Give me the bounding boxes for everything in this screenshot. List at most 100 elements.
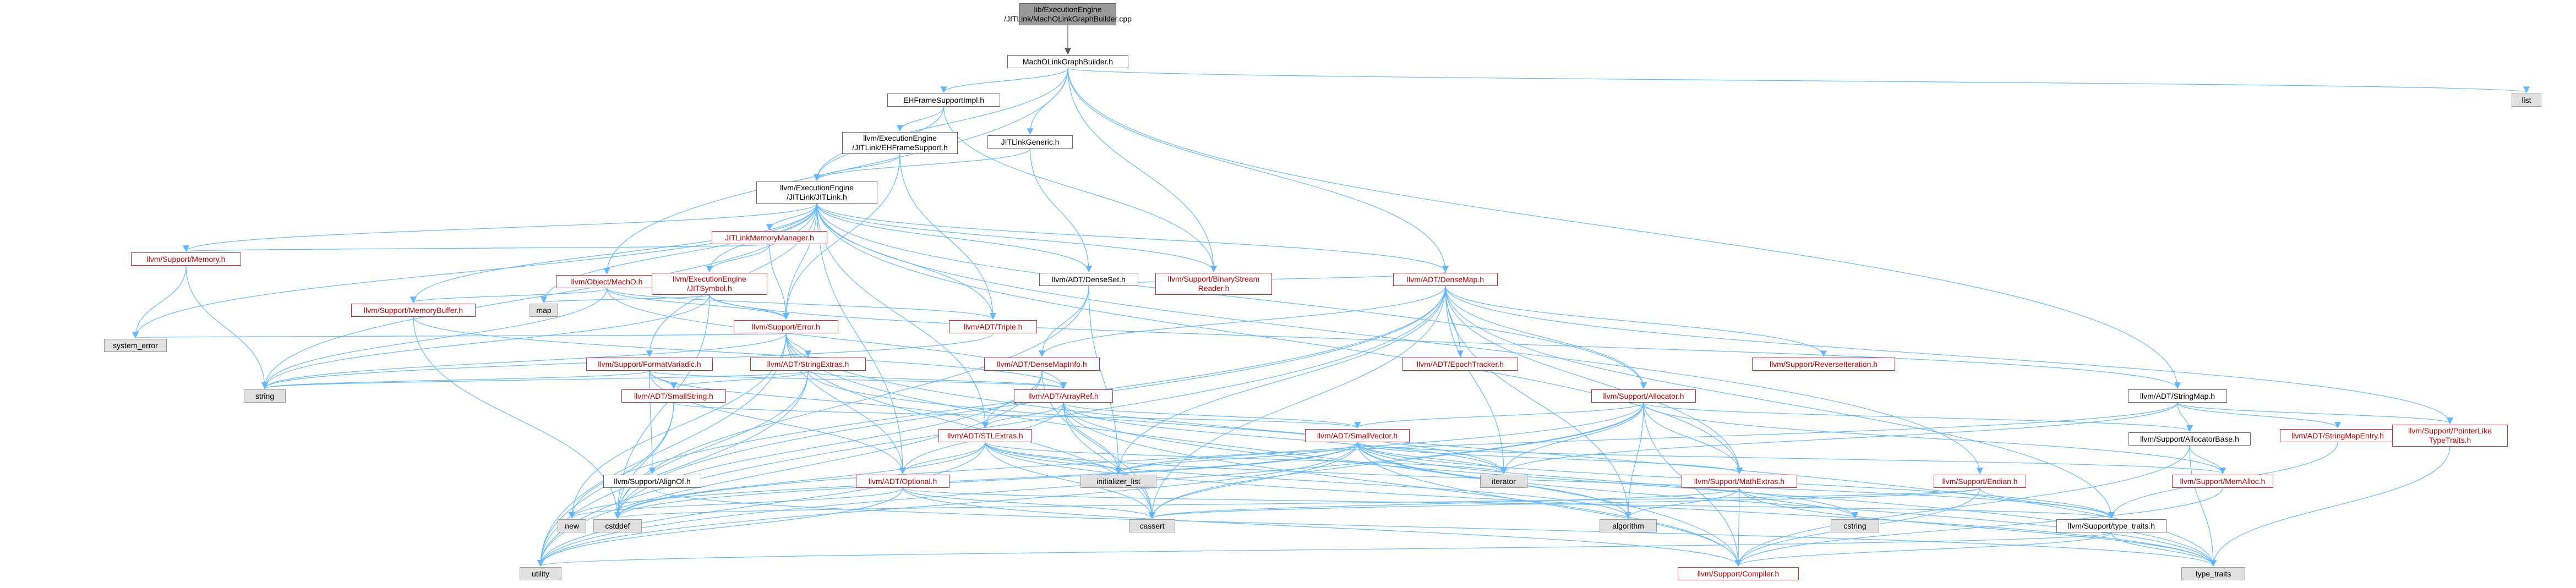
node-ee-jitsymbol[interactable]: llvm/ExecutionEngine/JITSymbol.h xyxy=(652,273,767,295)
edge-string_extras-to-iterator xyxy=(807,370,1507,475)
edge-math_extras-to-type_traits xyxy=(1739,487,2217,567)
node-label-line: /JITSymbol.h xyxy=(687,284,732,293)
edge-support_memory-to-system_error xyxy=(132,265,187,339)
edge-jitlink-to-allocator xyxy=(816,203,1647,389)
edge-endian-to-type_traits_h xyxy=(1979,487,2115,519)
edge-support_error-to-string xyxy=(261,333,787,389)
node-densemap[interactable]: llvm/ADT/DenseMap.h xyxy=(1393,273,1498,286)
edge-stringmap-to-pointer_like xyxy=(2177,402,2453,425)
node-cassert[interactable]: cassert xyxy=(1129,519,1175,532)
node-stringmap[interactable]: llvm/ADT/StringMap.h xyxy=(2128,389,2227,403)
node-label-line: llvm/Support/type_traits.h xyxy=(2068,521,2155,530)
edge-macho_builder-to-jitlink_generic xyxy=(1027,68,1068,135)
node-compiler[interactable]: llvm/Support/Compiler.h xyxy=(1678,567,1799,580)
node-iterator[interactable]: iterator xyxy=(1480,475,1527,488)
node-string[interactable]: string xyxy=(244,389,286,403)
edge-allocator-to-cstddef xyxy=(614,402,1644,519)
edge-alloc_base-to-compiler xyxy=(1735,445,2190,567)
node-endian[interactable]: llvm/Support/Endian.h xyxy=(1934,475,2026,488)
node-map[interactable]: map xyxy=(530,304,558,317)
edge-small_vector-to-initializer_list xyxy=(1115,442,1358,475)
node-list[interactable]: list xyxy=(2512,94,2541,107)
edge-object_macho-to-arrayref xyxy=(606,288,1067,389)
edge-densemap_info-to-utility xyxy=(537,370,1043,567)
node-label-line: /JITLink/MachOLinkGraphBuilder.cpp xyxy=(1004,14,1132,23)
edge-macho_builder-to-stringmap xyxy=(1067,68,2181,389)
node-cstddef[interactable]: cstddef xyxy=(593,519,642,532)
node-memory-buffer[interactable]: llvm/Support/MemoryBuffer.h xyxy=(351,304,476,317)
node-label-line: llvm/ExecutionEngine xyxy=(673,274,746,283)
node-type-traits-h[interactable]: llvm/Support/type_traits.h xyxy=(2056,519,2166,532)
edge-allocator-to-alloc_base xyxy=(1643,402,2193,432)
node-densemap-info[interactable]: llvm/ADT/DenseMapInfo.h xyxy=(984,358,1100,371)
edge-alloc_base-to-memalloc xyxy=(2189,445,2226,475)
edge-endian-to-cassert xyxy=(1149,487,1980,519)
edge-densemap-to-densemap_info xyxy=(1039,285,1446,358)
node-jitlink[interactable]: llvm/ExecutionEngine/JITLink/JITLink.h xyxy=(756,182,877,204)
node-reverse-iteration[interactable]: llvm/Support/ReverseIteration.h xyxy=(1752,358,1895,371)
node-support-memory[interactable]: llvm/Support/Memory.h xyxy=(131,252,241,266)
node-optional[interactable]: llvm/ADT/Optional.h xyxy=(856,475,949,488)
node-utility[interactable]: utility xyxy=(520,567,561,580)
node-stringmap-entry[interactable]: llvm/ADT/StringMapEntry.h xyxy=(2280,429,2395,442)
edge-jitlink_memmgr-to-ee_jitsymbol xyxy=(706,244,770,273)
node-memalloc[interactable]: llvm/Support/MemAlloc.h xyxy=(2172,475,2273,488)
node-allocator[interactable]: llvm/Support/Allocator.h xyxy=(1591,389,1696,403)
edge-format_variadic-to-arrayref xyxy=(649,370,1067,389)
node-label-line: llvm/ADT/STLExtras.h xyxy=(947,431,1023,440)
edge-ee_jitsymbol-to-stringmap xyxy=(709,294,2181,389)
node-math-extras[interactable]: llvm/Support/MathExtras.h xyxy=(1682,475,1797,488)
edge-ehframe_impl-to-ee_ehframe xyxy=(897,106,945,132)
edge-macho_builder-to-jitlink xyxy=(814,68,1068,182)
node-algorithm[interactable]: algorithm xyxy=(1600,519,1657,532)
node-stl-extras[interactable]: llvm/ADT/STLExtras.h xyxy=(938,429,1032,442)
node-label-line: llvm/Support/Error.h xyxy=(752,322,820,331)
edge-jitlink-to-memory_buffer xyxy=(410,203,817,304)
edge-small_vector-to-cstring xyxy=(1357,442,1858,519)
node-ehframe-impl[interactable]: EHFrameSupportImpl.h xyxy=(887,94,1000,107)
node-alloc-base[interactable]: llvm/Support/AllocatorBase.h xyxy=(2129,432,2251,446)
node-ee-ehframe[interactable]: llvm/ExecutionEngine/JITLink/EHFrameSupp… xyxy=(842,132,958,154)
node-cstring[interactable]: cstring xyxy=(1831,519,1879,532)
edge-string_extras-to-small_string xyxy=(670,370,809,389)
edge-allocator-to-memalloc xyxy=(1643,402,2226,475)
edge-stringmap-to-iterator xyxy=(1500,402,2178,475)
node-macho-builder[interactable]: MachOLinkGraphBuilder.h xyxy=(1007,55,1128,68)
node-initializer-list[interactable]: initializer_list xyxy=(1080,475,1156,488)
node-arrayref[interactable]: llvm/ADT/ArrayRef.h xyxy=(1014,389,1113,403)
edge-optional-to-utility xyxy=(537,487,903,567)
edge-stl_extras-to-optional xyxy=(899,442,986,475)
node-label-line: utility xyxy=(532,569,549,578)
node-densset[interactable]: llvm/ADT/DenseSet.h xyxy=(1039,273,1138,286)
edge-support_memory-to-string xyxy=(185,265,268,389)
node-system-error[interactable]: system_error xyxy=(104,339,167,352)
node-alignof[interactable]: llvm/Support/AlignOf.h xyxy=(603,475,701,488)
edge-jitlink-to-math_extras xyxy=(816,203,1743,475)
node-jitlink-generic[interactable]: JITLinkGeneric.h xyxy=(987,135,1073,149)
node-root[interactable]: lib/ExecutionEngine/JITLink/MachOLinkGra… xyxy=(1004,3,1132,25)
node-triple[interactable]: llvm/ADT/Triple.h xyxy=(949,320,1037,333)
edge-macho_builder-to-densemap xyxy=(1067,68,1449,273)
edge-jitlink-to-support_memory xyxy=(183,203,817,252)
node-new[interactable]: new xyxy=(558,519,586,532)
edge-densemap-to-pointer_like xyxy=(1445,285,2453,425)
node-label-line: cstddef xyxy=(605,521,630,530)
edge-arrayref-to-type_traits xyxy=(1063,402,2217,567)
node-type-traits[interactable]: type_traits xyxy=(2181,567,2245,580)
node-small-string[interactable]: llvm/ADT/SmallString.h xyxy=(621,389,726,403)
edge-support_error-to-utility xyxy=(537,333,787,567)
edge-jitlink-to-endian xyxy=(816,203,1983,475)
node-label-line: system_error xyxy=(113,340,158,350)
node-string-extras[interactable]: llvm/ADT/StringExtras.h xyxy=(750,358,866,371)
edge-type_traits_h-to-type_traits xyxy=(2111,532,2217,567)
node-small-vector[interactable]: llvm/ADT/SmallVector.h xyxy=(1305,429,1410,442)
node-jitlink-memmgr[interactable]: JITLinkMemoryManager.h xyxy=(712,231,827,244)
node-epoch-tracker[interactable]: llvm/ADT/EpochTracker.h xyxy=(1402,358,1518,371)
node-support-error[interactable]: llvm/Support/Error.h xyxy=(734,320,838,333)
node-label-line: llvm/Support/FormatVariadic.h xyxy=(598,359,701,369)
node-object-macho[interactable]: llvm/Object/MachO.h xyxy=(556,275,658,288)
node-format-variadic[interactable]: llvm/Support/FormatVariadic.h xyxy=(586,358,713,371)
edge-jitlink-to-optional xyxy=(816,203,906,475)
